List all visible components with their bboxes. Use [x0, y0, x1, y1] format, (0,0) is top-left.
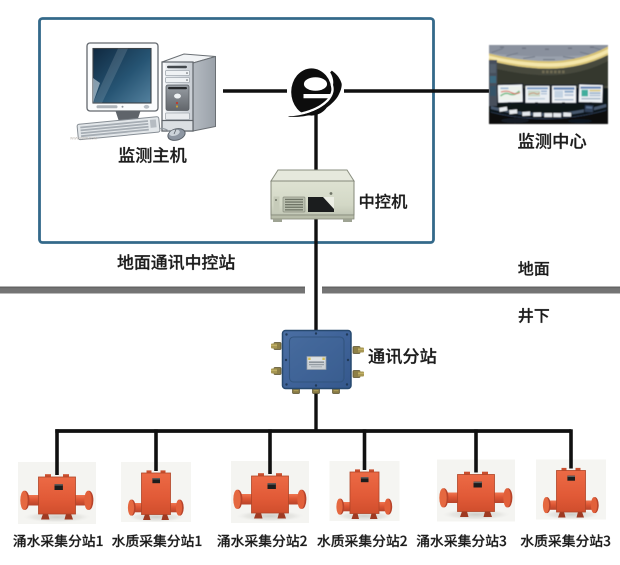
svg-text:WWW.0009.COM: WWW.0009.COM — [70, 137, 97, 141]
